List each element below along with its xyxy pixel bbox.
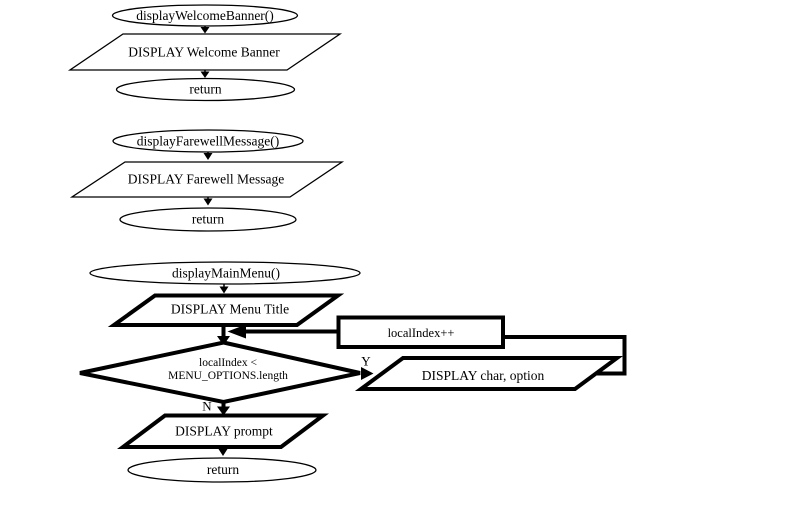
no-arrow-head-icon xyxy=(217,406,230,416)
flowchart-welcome-banner: displayWelcomeBanner() DISPLAY Welcome B… xyxy=(67,4,343,102)
welcome-return-terminal xyxy=(115,77,296,102)
junction-left-arrow-head-icon xyxy=(227,324,246,339)
menu-title-label: DISPLAY Menu Title xyxy=(171,302,289,317)
loop-decision-diamond xyxy=(79,340,361,405)
farewell-display-label: DISPLAY Farewell Message xyxy=(128,172,284,187)
welcome-display-io xyxy=(67,33,343,71)
loop-body-label: DISPLAY char, option xyxy=(422,368,545,383)
no-branch-label: N xyxy=(202,399,212,414)
flowchart-main-menu: displayMainMenu() DISPLAY Menu Title loc… xyxy=(79,261,627,483)
loop-return-connector xyxy=(504,335,627,376)
mainmenu-return-label: return xyxy=(207,462,239,477)
welcome-display-label: DISPLAY Welcome Banner xyxy=(128,45,280,60)
farewell-arrow2-head-icon xyxy=(203,198,213,206)
loop-increment-label: localIndex++ xyxy=(388,326,455,340)
welcome-arrow1-head-icon xyxy=(200,27,210,34)
decision-label-line2: MENU_OPTIONS.length xyxy=(168,370,288,382)
loop-body-io xyxy=(354,356,624,391)
flowchart-farewell-message: displayFarewellMessage() DISPLAY Farewel… xyxy=(69,129,345,232)
farewell-return-terminal xyxy=(119,207,297,232)
welcome-arrow2-head-icon xyxy=(200,71,210,78)
prompt-io xyxy=(117,413,329,449)
yes-arrow-head-icon xyxy=(361,367,374,380)
decision-label-line1: localIndex < xyxy=(199,357,257,369)
loop-increment-process xyxy=(336,315,505,349)
farewell-arrow1-head-icon xyxy=(203,153,213,160)
welcome-start-label: displayWelcomeBanner() xyxy=(136,8,274,23)
mainmenu-arrow2-head-icon xyxy=(218,449,228,456)
farewell-return-label: return xyxy=(192,212,224,227)
mainmenu-start-label: displayMainMenu() xyxy=(172,266,280,281)
mainmenu-return-terminal xyxy=(127,457,317,483)
prompt-label: DISPLAY prompt xyxy=(175,424,273,439)
menu-title-io xyxy=(107,293,345,327)
farewell-start-label: displayFarewellMessage() xyxy=(137,134,279,149)
mainmenu-start-terminal xyxy=(89,261,361,285)
mainmenu-arrow1-head-icon xyxy=(219,286,229,294)
welcome-return-label: return xyxy=(189,82,221,97)
farewell-display-io xyxy=(69,161,345,198)
yes-branch-label: Y xyxy=(361,354,371,369)
